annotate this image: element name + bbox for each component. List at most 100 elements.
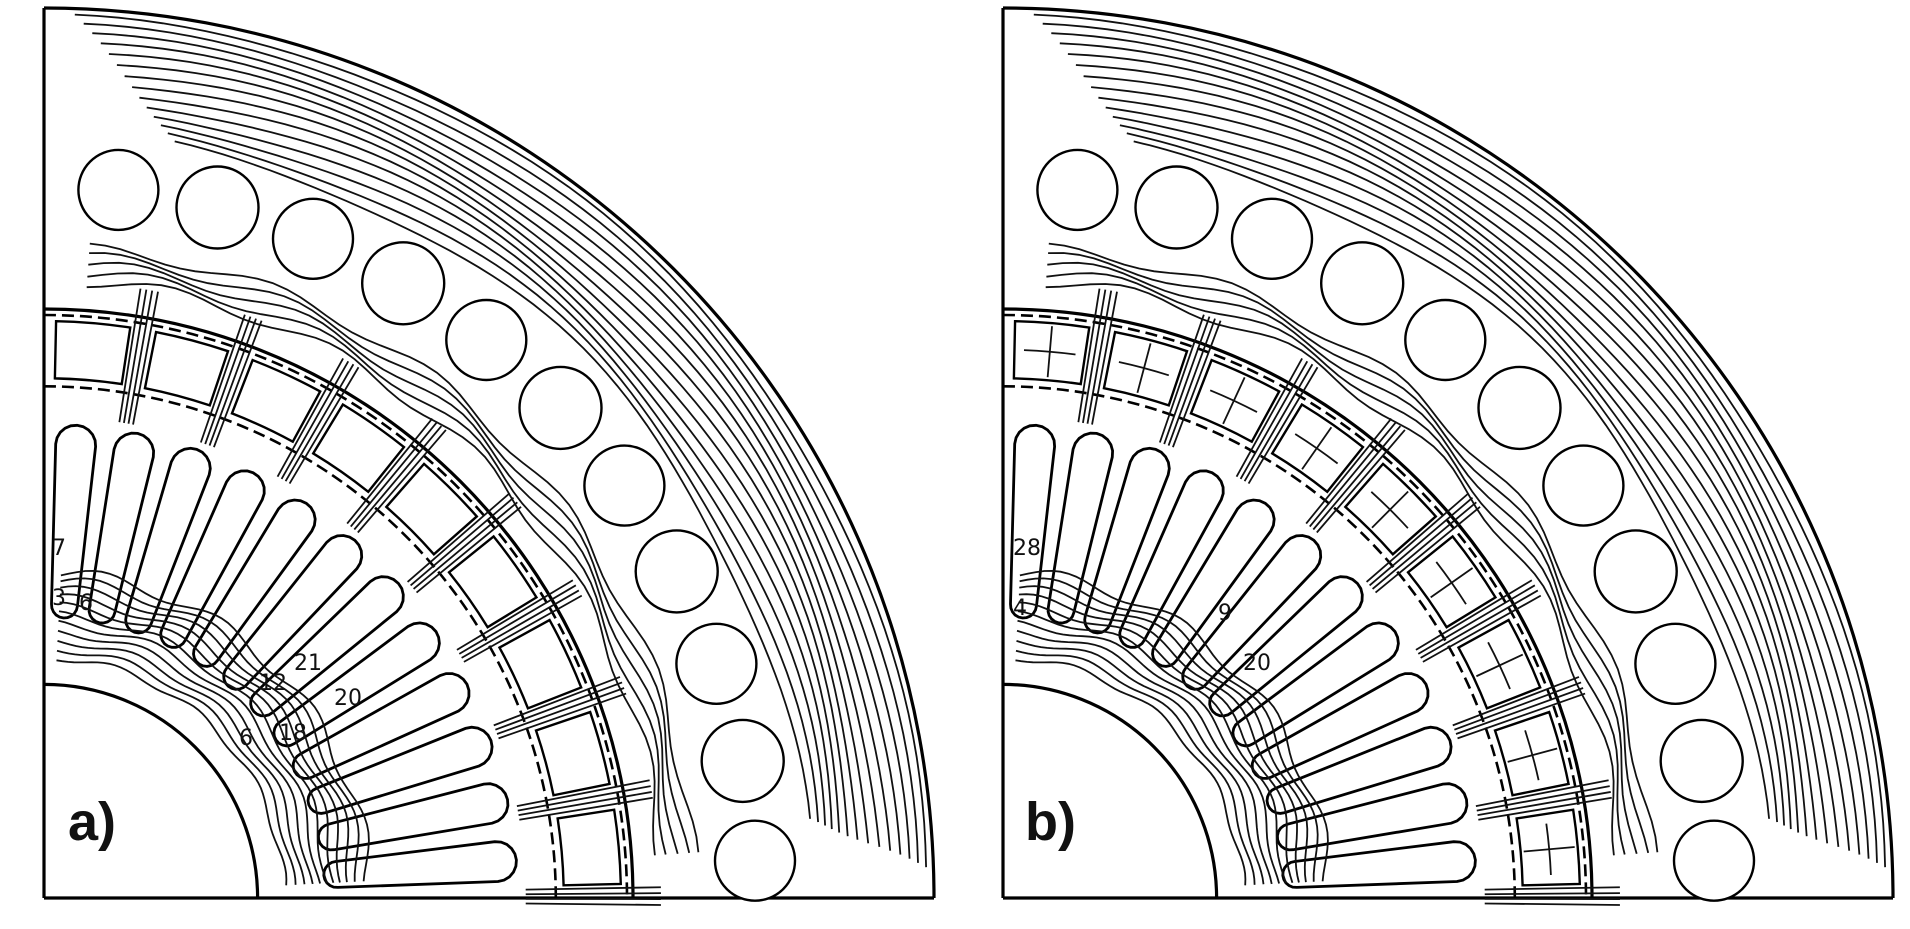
flux-line — [276, 357, 344, 478]
flux-line — [100, 42, 902, 855]
flux-line — [1309, 421, 1397, 528]
rotor-segment — [143, 330, 230, 407]
flux-line — [1059, 42, 1861, 855]
flux-line — [1048, 242, 1659, 853]
flux-line — [1243, 363, 1314, 482]
flux-line — [1457, 692, 1586, 740]
rotor-segment — [497, 618, 583, 710]
stator-hole — [1036, 148, 1119, 232]
flux-line — [139, 96, 849, 837]
flux-line — [1247, 366, 1319, 485]
flux-line — [1163, 316, 1211, 445]
stator-hole — [1593, 529, 1678, 614]
flux-line — [87, 272, 667, 855]
flux-line — [92, 32, 911, 859]
stator-hole — [1672, 819, 1756, 902]
flux-line — [461, 589, 580, 659]
flux-line — [146, 106, 841, 833]
stator-hole — [700, 718, 785, 804]
airgap-outer — [43, 313, 629, 899]
flux-line — [1082, 289, 1107, 424]
tooth-slot — [1231, 621, 1400, 748]
contour-number: 28 — [1013, 536, 1041, 561]
tooth-slot — [1151, 498, 1276, 668]
flux-line — [1478, 796, 1612, 821]
flux-line — [1016, 629, 1273, 885]
flux-line — [208, 318, 257, 446]
flux-line — [1083, 75, 1829, 844]
stator-hole — [713, 819, 797, 902]
segment-divider — [1487, 641, 1511, 690]
tooth-slot — [87, 431, 156, 625]
flux-line — [1452, 676, 1580, 727]
flux-line — [1046, 272, 1626, 855]
flux-line — [1484, 892, 1620, 896]
flux-line — [1484, 902, 1620, 906]
tooth-slot — [1046, 431, 1115, 625]
contour-number: 9 — [1218, 601, 1232, 626]
flux-line — [1015, 649, 1256, 885]
segment-divider — [1435, 561, 1467, 605]
flux-line — [1167, 318, 1216, 446]
flux-line — [108, 53, 892, 851]
flux-line — [456, 579, 574, 651]
flux-line — [58, 610, 328, 884]
contour-number: 21 — [294, 651, 322, 676]
panel-label-b: b) — [1025, 792, 1076, 852]
flux-line — [493, 676, 621, 727]
flux-line — [1477, 791, 1611, 817]
flux-line — [357, 429, 447, 534]
stator-hole — [1404, 298, 1487, 382]
flux-line — [1126, 132, 1778, 823]
stator-hole — [1634, 622, 1717, 705]
flux-line — [525, 902, 661, 906]
contour-number: 12 — [259, 671, 287, 696]
stator-hole — [583, 444, 666, 527]
flux-line — [204, 316, 252, 445]
stator-hole — [675, 622, 758, 705]
flux-line — [1235, 357, 1303, 478]
flux-line — [59, 593, 341, 883]
segment-divider — [1370, 491, 1409, 529]
contour-number: 6 — [79, 591, 93, 616]
outer-boundary — [43, 6, 936, 899]
flux-line — [1019, 569, 1329, 882]
flux-line — [280, 360, 350, 480]
flux-line — [1047, 261, 1638, 854]
contour-number: 4 — [1013, 596, 1027, 621]
flux-line — [1033, 13, 1886, 868]
flux-line — [1475, 779, 1609, 807]
flux-line — [118, 288, 142, 423]
flux-line — [1105, 106, 1800, 833]
contour-number: 18 — [279, 721, 307, 746]
contour-number: 6 — [239, 726, 253, 751]
flux-line — [519, 796, 653, 821]
flux-line — [1374, 506, 1481, 594]
flux-line — [346, 417, 433, 525]
flux-line — [1365, 492, 1470, 583]
flux-line — [1045, 283, 1615, 856]
flux-line — [525, 892, 661, 896]
stator-hole — [445, 298, 528, 382]
flux-line — [213, 320, 263, 448]
shaft-boundary — [43, 682, 260, 899]
flux-line — [1119, 124, 1785, 826]
rotor-segment — [384, 462, 479, 556]
stator-hole — [1320, 241, 1405, 326]
flux-line — [1316, 429, 1406, 534]
flux-line — [88, 261, 679, 854]
flux-line — [415, 506, 522, 594]
flux-line — [410, 497, 515, 587]
segment-divider — [1524, 730, 1540, 781]
rotor-segment — [556, 808, 623, 887]
flux-line — [199, 314, 246, 443]
flux-line — [1098, 96, 1808, 837]
flux-line — [1305, 417, 1392, 525]
rotor-segment — [447, 534, 539, 629]
flux-line — [1372, 501, 1477, 590]
flux-line — [1158, 314, 1205, 443]
segment-divider — [1118, 361, 1170, 377]
flux-line — [60, 569, 370, 882]
flux-line — [1172, 320, 1222, 448]
